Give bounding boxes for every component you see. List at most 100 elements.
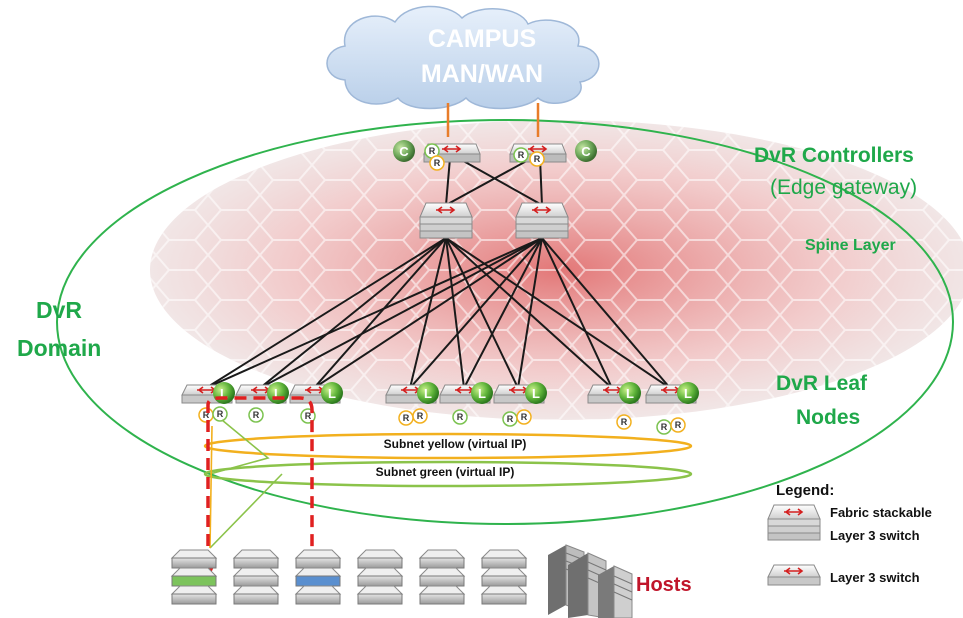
spine-leaf-link [409,237,543,389]
controller-badge-left: C [393,140,415,162]
legend-layer3-icon [767,564,821,586]
leaf-badge: L [677,382,699,404]
router-badge: R [398,410,414,426]
svg-text:R: R [675,420,682,430]
svg-text:R: R [253,410,260,420]
svg-text:L: L [424,386,432,401]
spine-leaf-link [445,237,613,389]
svg-text:R: R [434,158,441,168]
server-host-icon [294,549,342,605]
legend-layer3-label: Layer 3 switch [830,570,920,585]
hosts-label: Hosts [636,574,692,596]
svg-text:R: R [521,412,528,422]
svg-text:L: L [684,386,692,401]
svg-text:R: R [534,154,541,164]
router-badge: R [516,409,532,425]
campus-cloud: CAMPUS MAN/WAN [326,5,600,110]
spine-leaf-link [205,237,543,389]
leaf-badge: L [525,382,547,404]
leaf-switch: LR [289,382,343,424]
legend: Legend: Fabric stackable Layer 3 switch … [767,482,932,586]
router-badge: R [198,407,214,423]
svg-text:R: R [429,146,436,156]
controller-routers-right: R R [513,147,545,167]
dvr-leaf-label-line2: Nodes [796,406,860,429]
svg-text:R: R [217,409,224,419]
spine-leaf-link [259,237,447,389]
router-badge: R [248,407,264,423]
server-host-icon [480,549,528,605]
cloud-label-line1: CAMPUS [428,25,536,53]
subnet-green: Subnet green (virtual IP) [203,460,693,488]
svg-text:R: R [518,150,525,160]
spine-leaf-link [409,237,447,389]
spine-leaf-links [205,237,671,389]
spine-switch-left [419,202,473,239]
leaf-badge: L [213,382,235,404]
svg-text:R: R [621,417,628,427]
leaf-badge: L [471,382,493,404]
controller-badge-right: C [575,140,597,162]
leaf-switch: LR [235,382,289,423]
spine-layer-label: Spine Layer [805,237,896,254]
svg-text:R: R [661,422,668,432]
cloud-label-line2: MAN/WAN [421,60,543,88]
host-layer [170,549,528,605]
subnet-yellow-label: Subnet yellow (virtual IP) [384,437,527,451]
svg-text:R: R [403,413,410,423]
spine-leaf-link [259,237,543,389]
dvr-domain-label-line2: Domain [17,335,101,361]
legend-fabric-icon [767,504,821,541]
server-host-icon [232,549,280,605]
svg-text:C: C [581,144,591,159]
leaf-badge: L [267,382,289,404]
svg-text:L: L [220,386,228,401]
leaf-badge: L [417,382,439,404]
svg-text:R: R [305,411,312,421]
legend-fabric-line1: Fabric stackable [830,505,932,520]
cloud-icon [326,5,600,110]
dvr-leaf-label-line1: DvR Leaf [776,372,868,395]
router-badge: R [670,417,686,433]
leaf-badge: L [619,382,641,404]
dvr-controllers-label: DvR Controllers [754,144,914,167]
svg-text:L: L [328,386,336,401]
svg-text:R: R [417,411,424,421]
leaf-badge: L [321,382,343,404]
controller-routers-left: R R [424,143,445,171]
spine-leaf-link [541,237,671,389]
router-badge: R [452,409,468,425]
spine-leaf-link [445,237,519,389]
subnet-yellow: Subnet yellow (virtual IP) [203,432,693,460]
server-host-icon [356,549,404,605]
edge-gateway-label: (Edge gateway) [770,176,917,199]
router-badge: R [212,406,228,422]
leaf-switch: LR [439,382,493,425]
server-host-icon [170,549,218,605]
svg-text:L: L [626,386,634,401]
svg-text:L: L [274,386,282,401]
svg-text:R: R [203,410,210,420]
svg-text:R: R [507,414,514,424]
svg-text:C: C [399,144,409,159]
svg-text:R: R [457,412,464,422]
svg-text:L: L [478,386,486,401]
router-badge: R [616,414,632,430]
spine-leaf-link [463,237,543,389]
router-badge: R [502,411,518,427]
server-host-icon [598,565,633,618]
legend-fabric-line2: Layer 3 switch [830,528,920,543]
spine-switch-right [515,202,569,239]
router-badge: R [656,419,672,435]
tower-servers [548,544,633,618]
traffic-path-arrow [206,396,314,565]
svg-text:L: L [532,386,540,401]
dvr-domain-boundary [56,119,954,525]
host-links [209,419,283,549]
